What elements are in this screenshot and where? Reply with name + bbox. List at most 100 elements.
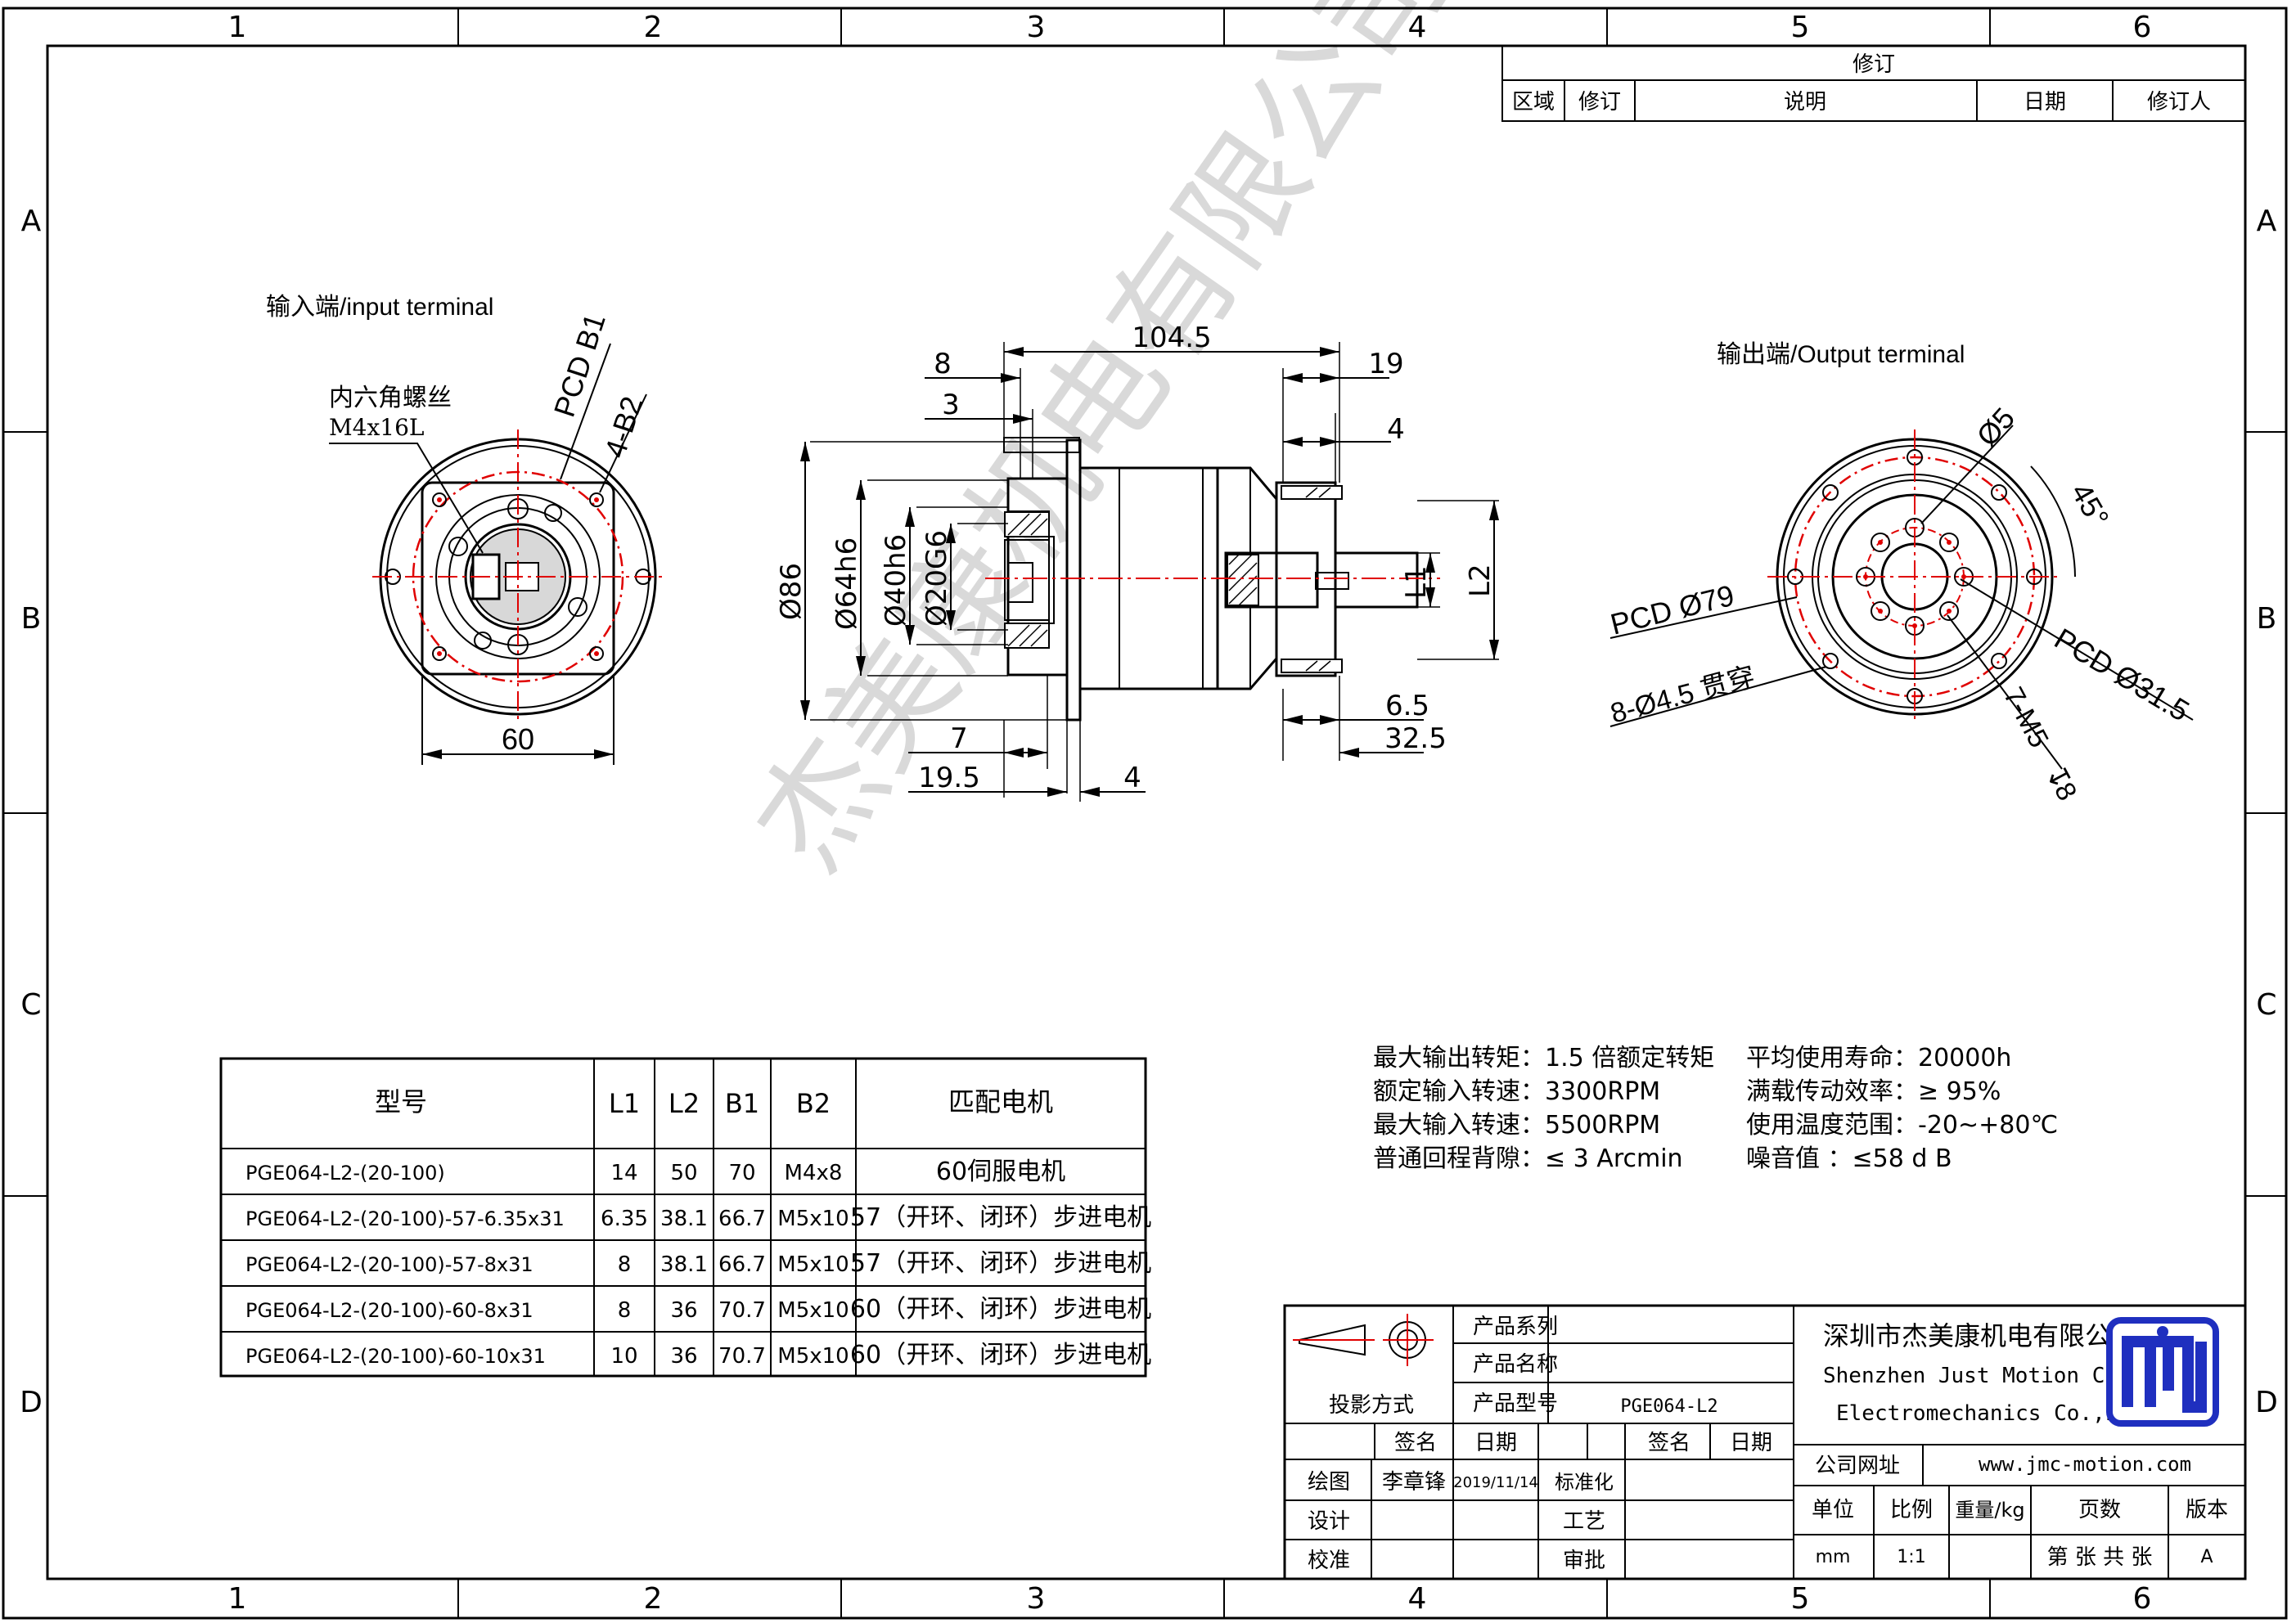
cell-l1: 8 [618,1298,632,1323]
row-label-c-r: C [2256,988,2276,1022]
check-label: 校准 [1308,1549,1350,1573]
date-label-2: 日期 [1730,1431,1772,1455]
cell-l2: 38.1 [660,1207,708,1231]
cell-l2: 50 [670,1161,697,1185]
col-label-1: 1 [228,11,247,44]
design-label: 设计 [1308,1509,1350,1534]
table-row: PGE064-L2-(20-100)-60-10x31 10 36 70.7 M5x10… [245,1341,1151,1369]
dim-d40h6: Ø40h6 [880,534,912,627]
drawer-name: 李章锋 [1382,1470,1446,1495]
revision-header-date: 日期 [2024,90,2066,115]
tapped-holes: 7-M5 [1997,682,2055,753]
cell-b2: M5x10 [777,1252,849,1277]
dim-4-bottom: 4 [1123,762,1141,794]
company-en-2: Electromechanics Co.,LTD [1836,1401,2144,1426]
unit-value: mm [1816,1547,1851,1567]
cell-b1: 70.7 [718,1298,766,1323]
row-label-d: D [20,1386,43,1419]
row-label-a: A [21,205,42,238]
cell-b2: M5x10 [777,1298,849,1323]
column-labels: 1 2 3 4 5 6 1 2 3 4 5 6 [228,11,2152,1616]
col-label-4: 4 [1408,11,1427,44]
row-label-a-r: A [2257,205,2277,238]
cell-motor: 57（开环、闭环）步进电机 [850,1249,1151,1278]
dim-19: 19 [1368,348,1403,380]
watermark: 杰美康机电有限公司 [728,0,1479,895]
dim-60: 60 [502,722,534,756]
cell-b2: M4x8 [785,1161,843,1185]
cell-model: PGE064-L2-(20-100)-60-10x31 [245,1345,546,1368]
process-label: 工艺 [1563,1509,1605,1534]
dim-6-5: 6.5 [1385,690,1429,722]
cell-b2: M5x10 [777,1207,849,1231]
standard-label: 标准化 [1555,1471,1614,1494]
dim-8: 8 [934,348,952,380]
cell-l1: 10 [610,1344,637,1369]
dim-d20g6: Ø20G6 [921,530,953,627]
website: www.jmc-motion.com [1979,1453,2191,1476]
input-view-label: 输入端/input terminal [266,294,493,321]
table-header-l1: L1 [609,1088,640,1119]
revision-block [1501,45,2246,122]
spec-max-torque: 最大输出转矩：1.5 倍额定转矩 [1373,1044,1714,1072]
cell-motor: 60（开环、闭环）步进电机 [850,1295,1151,1324]
pin-d5: Ø5 [1970,401,2021,452]
cell-model: PGE064-L2-(20-100)-57-8x31 [245,1253,533,1276]
revision-header-desc: 说明 [1784,90,1826,115]
revision-title: 修订 [1853,52,1895,77]
row-dividers [3,431,2286,1197]
cell-l2: 36 [670,1344,697,1369]
cell-b1: 66.7 [718,1252,766,1277]
model-label: 产品型号 [1473,1391,1558,1416]
cell-model: PGE064-L2-(20-100)-60-8x31 [245,1299,533,1322]
output-terminal-view: 输出端/Output terminal Ø [1607,341,2195,806]
spec-efficiency: 满载传动效率：≥ 95% [1746,1077,2001,1106]
dim-3: 3 [942,389,960,421]
dim-l1: L1 [1400,565,1433,599]
pages-value: 第 张 共 张 [2047,1545,2153,1570]
cell-b1: 70.7 [718,1344,766,1369]
spec-rated-speed: 额定输入转速：3300RPM [1373,1077,1660,1106]
cell-b2: M5x10 [777,1344,849,1369]
spec-life: 平均使用寿命：20000h [1746,1044,2011,1072]
pcd-31-5: PCD Ø31.5 [2049,622,2195,728]
dim-7: 7 [950,722,968,755]
scale-label: 比例 [1890,1498,1933,1522]
cell-b1: 70 [728,1161,755,1185]
model-table-content: 型号 L1 L2 B1 B2 匹配电机 [375,1086,1053,1119]
cell-l2: 38.1 [660,1252,708,1277]
cell-b1: 66.7 [718,1207,766,1231]
dim-l2: L2 [1464,564,1497,597]
company-logo [2106,1317,2219,1427]
sign-label: 签名 [1394,1431,1437,1455]
weight-label: 重量/kg [1955,1499,2024,1522]
table-header-model: 型号 [375,1086,427,1117]
dim-104-5: 104.5 [1132,321,1211,354]
dim-d86: Ø86 [775,563,808,620]
screw-label: 内六角螺丝 [329,384,452,412]
dim-4-top: 4 [1387,413,1405,446]
projection-symbol [1293,1314,1434,1366]
unit-label: 单位 [1812,1498,1854,1522]
series-label: 产品系列 [1473,1315,1558,1339]
cell-l1: 14 [610,1161,637,1185]
model-table [219,1057,1147,1378]
spec-noise: 噪音值 ：≤58 d B [1746,1144,1952,1173]
row-labels: A B C D A B C D [20,205,2278,1419]
projection-label: 投影方式 [1329,1393,1414,1418]
sign-label-2: 签名 [1648,1431,1690,1455]
input-terminal-view: 输入端/input terminal [266,294,664,765]
draw-label: 绘图 [1308,1470,1350,1495]
approve-label: 审批 [1563,1549,1605,1573]
spec-temp-range: 使用温度范围：-20~+80℃ [1746,1111,2058,1140]
table-header-row: 型号 L1 L2 B1 B2 匹配电机 [375,1086,1053,1119]
col-label-5: 5 [1791,11,1810,44]
output-view-label: 输出端/Output terminal [1717,341,1965,368]
row-label-d-r: D [2255,1386,2278,1419]
revision-header-rev: 修订 [1578,90,1621,115]
